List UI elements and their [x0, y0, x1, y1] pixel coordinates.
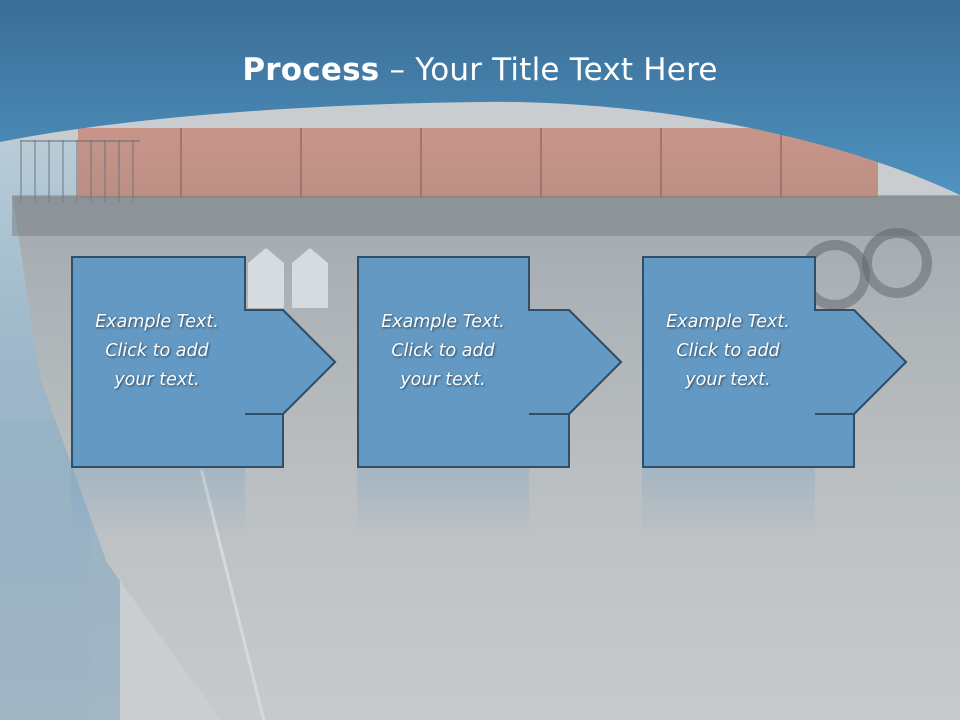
title-banner	[0, 0, 960, 200]
step-text-line: Example Text.	[666, 312, 790, 332]
step-text-line: Example Text.	[381, 312, 505, 332]
step-arrow-shape	[642, 256, 908, 468]
step-text-line: Example Text.	[95, 312, 219, 332]
step-text[interactable]: Example Text. Click to add your text.	[642, 308, 814, 395]
step-text-line: your text.	[114, 370, 200, 390]
step-text-line: Click to add	[676, 341, 780, 361]
process-step-3[interactable]: Example Text. Click to add your text.	[642, 256, 960, 468]
process-step-2[interactable]: Example Text. Click to add your text.	[357, 256, 697, 468]
process-step-1[interactable]: Example Text. Click to add your text.	[71, 256, 411, 468]
title-rest: – Your Title Text Here	[379, 52, 718, 88]
step-text-line: your text.	[400, 370, 486, 390]
step-text[interactable]: Example Text. Click to add your text.	[357, 308, 529, 395]
step-reflection	[71, 468, 245, 538]
step-text[interactable]: Example Text. Click to add your text.	[71, 308, 243, 395]
banner-shape	[0, 0, 960, 195]
slide-title[interactable]: Process – Your Title Text Here	[0, 52, 960, 88]
step-text-line: Click to add	[391, 341, 495, 361]
step-reflection	[357, 468, 529, 538]
step-arrow-shape	[71, 256, 337, 468]
title-bold: Process	[242, 52, 380, 88]
step-text-line: Click to add	[105, 341, 209, 361]
step-text-line: your text.	[685, 370, 771, 390]
step-arrow-shape	[357, 256, 623, 468]
step-reflection	[642, 468, 815, 538]
